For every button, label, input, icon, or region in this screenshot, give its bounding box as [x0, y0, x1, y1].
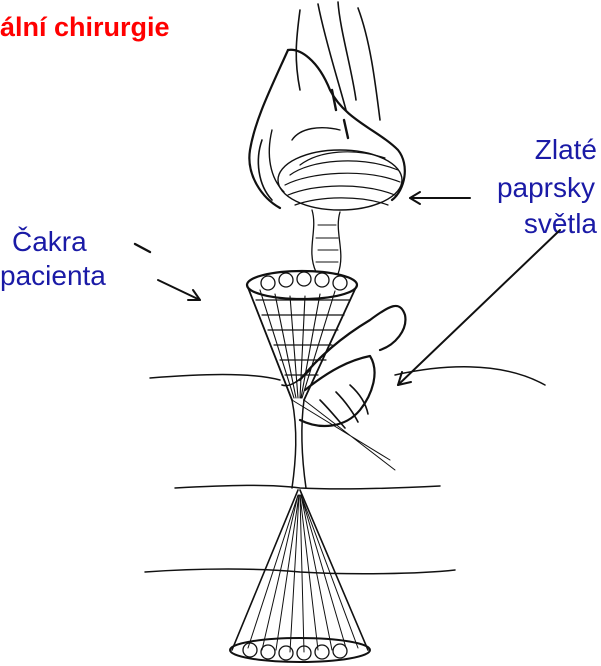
cone-icon: [230, 490, 370, 662]
hand-icon: [282, 306, 405, 428]
energy-waist: [292, 400, 395, 488]
label-arrows: [135, 192, 560, 385]
upper-hand-icon: [249, 50, 404, 210]
body-contour-lines: [145, 367, 545, 574]
funnel-chakra-icon: [247, 271, 357, 400]
energy-column: [312, 210, 341, 274]
descending-rays: [296, 2, 380, 138]
